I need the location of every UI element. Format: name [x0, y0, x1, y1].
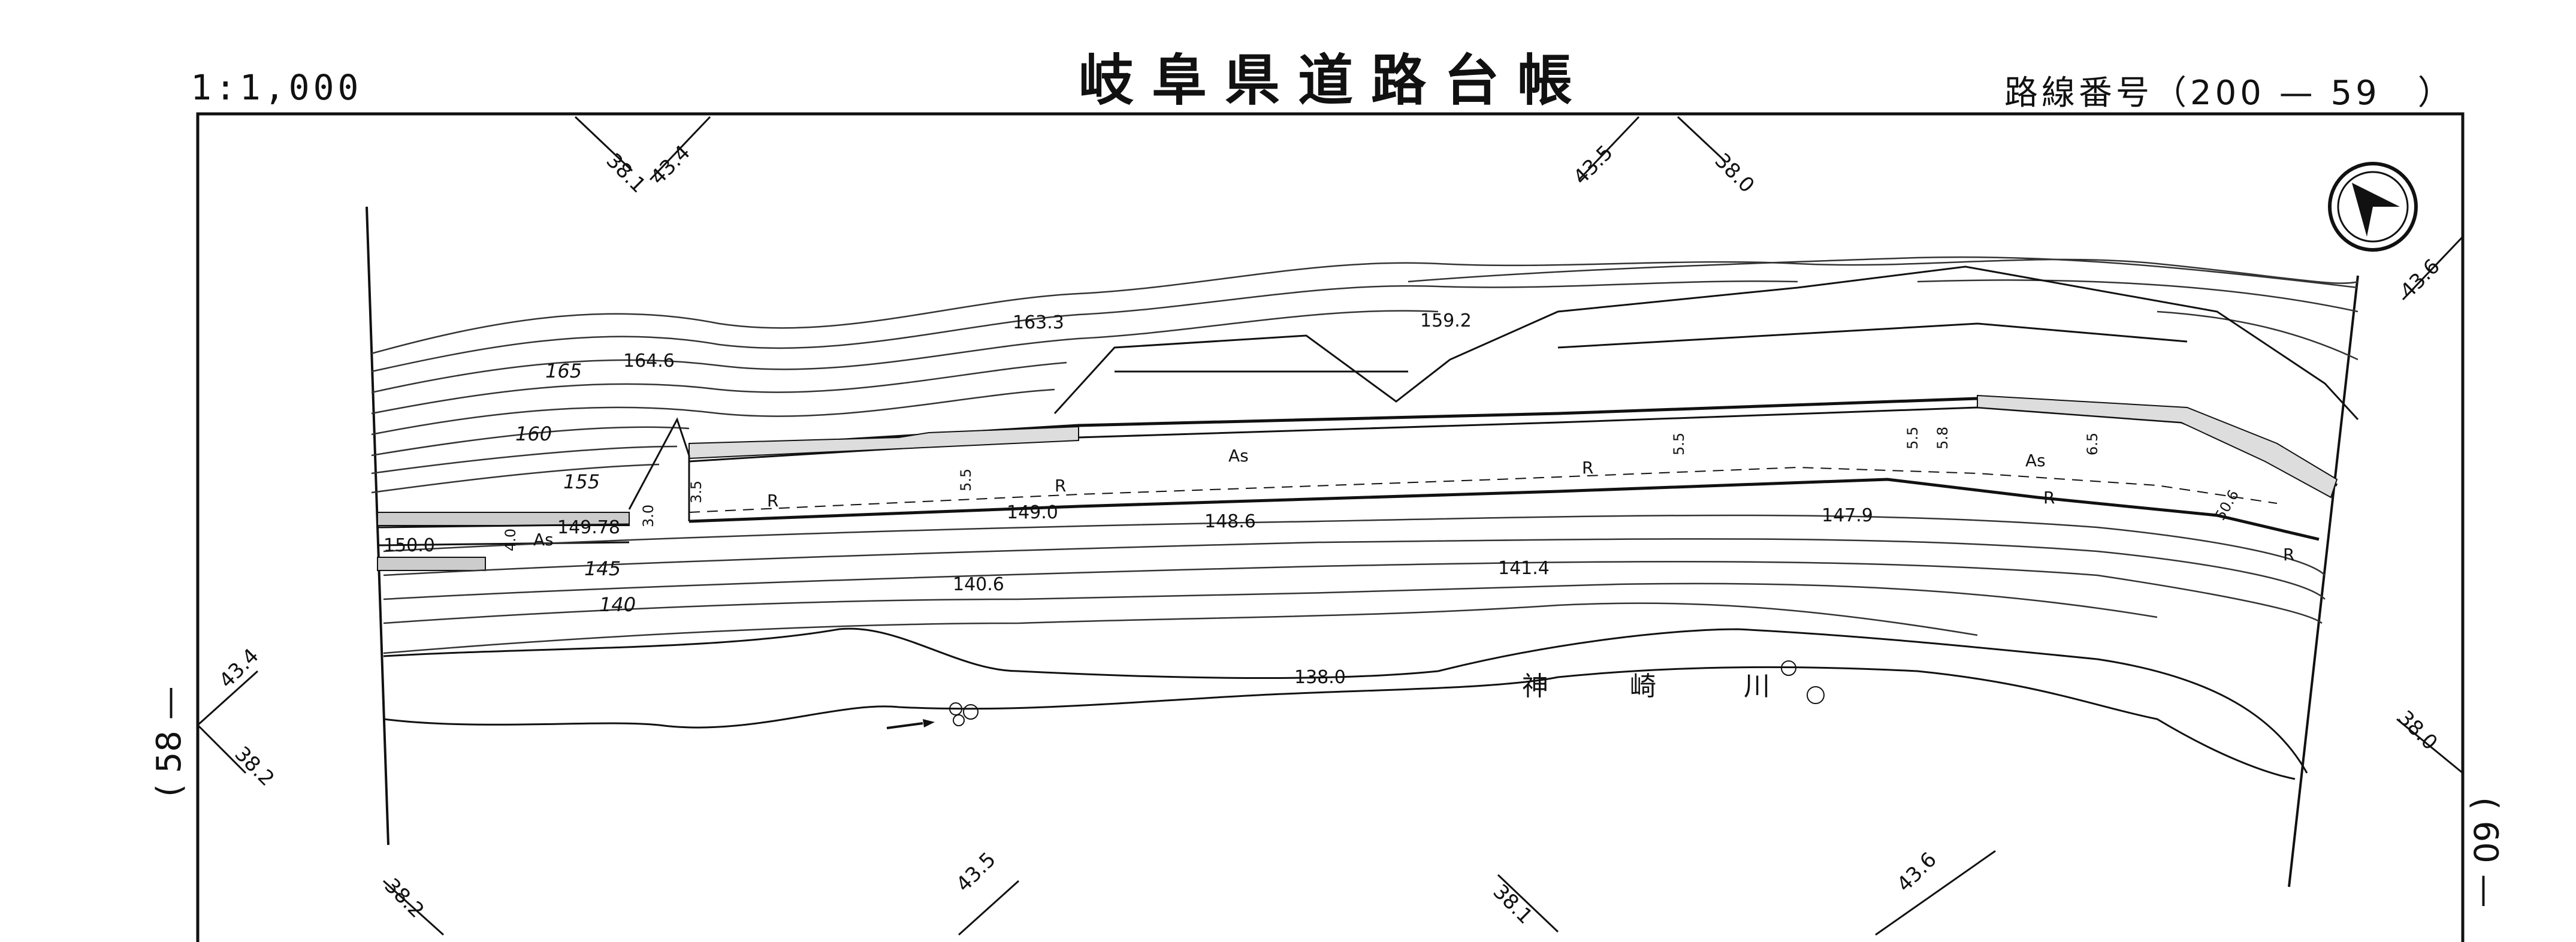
width-label-4: 5.8 — [1934, 427, 1951, 449]
grid-label-r1: 38.0 — [2393, 706, 2442, 755]
width-label-5: 6.5 — [2084, 433, 2101, 455]
spot-height-3: 159.2 — [1420, 310, 1472, 331]
spot-height-4: 149.78 — [557, 517, 620, 538]
road-edge-label-5: R — [2283, 545, 2294, 564]
grid-label-tl1: 38.1 — [602, 149, 651, 198]
river-banks — [383, 627, 2308, 780]
contour-label-145: 145 — [584, 557, 621, 580]
contour-label-165: 165 — [545, 360, 582, 382]
contour-lines-lower — [383, 514, 2326, 654]
river-name-char-1: 神 — [1522, 671, 1548, 702]
spot-height-9: 141.4 — [1498, 558, 1550, 579]
sheet-boundary-right — [2288, 275, 2359, 887]
grid-label-b3: 38.1 — [1488, 880, 1538, 929]
grid-label-l2: 38.2 — [230, 742, 279, 791]
spot-height-7: 147.9 — [1822, 505, 1873, 526]
grid-label-tc2: 38.0 — [1710, 149, 1759, 198]
grid-ticks — [197, 116, 2464, 936]
width-label-8: 4.0 — [502, 529, 519, 551]
width-label-6: 3.5 — [688, 481, 705, 503]
scale-label: 1:1,000 — [191, 67, 363, 108]
slope-upper-edge — [1053, 265, 2359, 421]
flow-arrow-icon — [886, 719, 935, 729]
road-edge-label-4: R — [2043, 488, 2055, 508]
grid-label-tr: 43.6 — [2396, 255, 2445, 304]
width-label-9: 50.6 — [2212, 487, 2242, 523]
pavement-label-2: As — [2025, 451, 2046, 470]
map-title: 岐阜県道路台帳 — [1079, 49, 1591, 113]
grid-label-l1: 43.4 — [215, 644, 264, 693]
width-label-7: 3.0 — [640, 505, 657, 527]
north-arrow-icon — [2328, 162, 2418, 252]
spot-heights: 164.6 163.3 159.2 149.78 149.0 148.6 147… — [383, 310, 1873, 688]
spot-height-2: 163.3 — [1013, 312, 1064, 333]
contour-label-155: 155 — [563, 470, 600, 493]
road-edge-label-3: R — [1582, 458, 1593, 478]
road-labels: As As As R R R R R — [533, 446, 2294, 564]
pavement-label-1: As — [1228, 446, 1249, 466]
spot-height-6: 148.6 — [1204, 511, 1256, 532]
grid-label-b4: 43.6 — [1892, 848, 1941, 897]
contour-labels: 165 160 155 145 140 — [515, 360, 636, 616]
grid-label-b2: 43.5 — [952, 848, 1001, 897]
spot-height-10: 138.0 — [1294, 667, 1346, 688]
road-edge-label-2: R — [1055, 476, 1066, 496]
rock-icons — [949, 660, 1825, 726]
spot-height-5: 149.0 — [1007, 502, 1058, 523]
spot-height-8: 140.6 — [953, 574, 1004, 595]
river-name-char-3: 川 — [1744, 671, 1770, 702]
width-label-1: 5.5 — [958, 469, 974, 491]
river-name-char-2: 崎 — [1630, 671, 1656, 702]
route-number: 路線番号（200 — 59 ） — [2004, 74, 2455, 113]
river-name: 神 崎 川 — [1522, 671, 1770, 702]
contour-label-140: 140 — [599, 593, 636, 616]
grid-label-tl2: 43.4 — [646, 141, 695, 190]
width-label-2: 5.5 — [1671, 433, 1687, 455]
contour-lines-upper — [371, 256, 2358, 494]
retaining-walls — [377, 394, 2338, 571]
map-frame — [196, 112, 2465, 942]
pavement-label-3: As — [533, 530, 554, 550]
width-label-3: 5.5 — [1904, 427, 1921, 449]
spot-height-1: 164.6 — [623, 351, 675, 372]
spot-height-11: 150.0 — [383, 535, 435, 556]
road-edge-label-1: R — [767, 491, 778, 511]
contour-label-160: 160 — [515, 422, 552, 445]
left-structure — [377, 417, 690, 547]
